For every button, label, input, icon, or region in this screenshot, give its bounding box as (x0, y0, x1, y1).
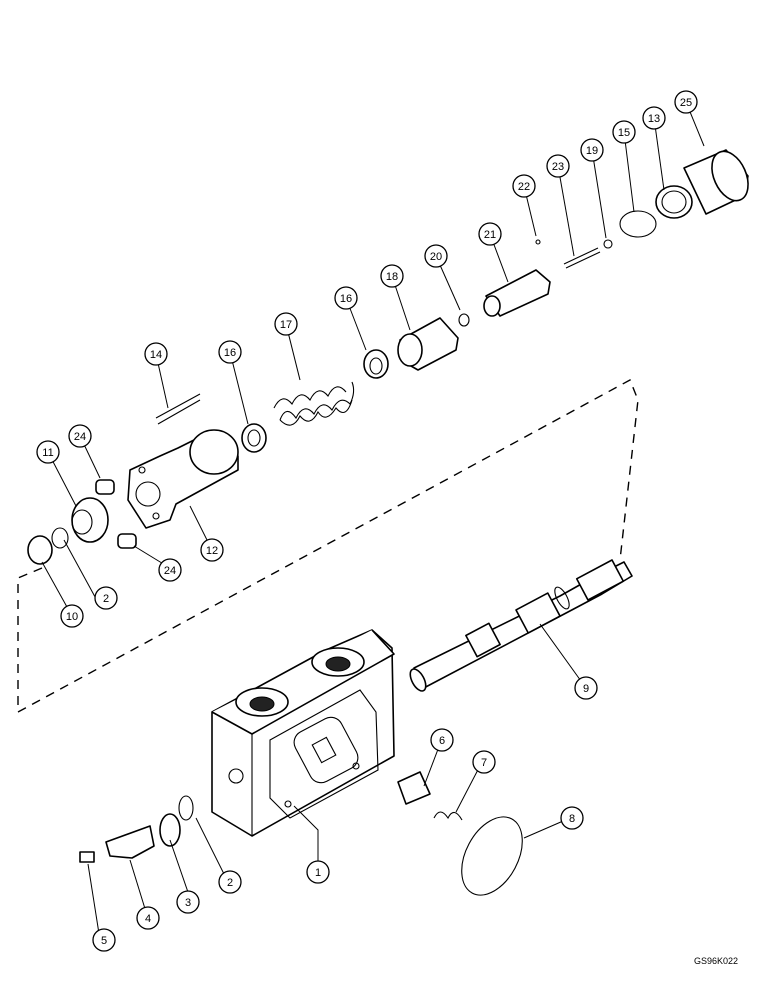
callout-3: 3 (176, 890, 200, 914)
callout-2: 2 (94, 586, 118, 610)
callout-label: 20 (430, 251, 442, 263)
callout-label: 14 (150, 349, 162, 361)
callout-9: 9 (574, 676, 598, 700)
callout-label: 21 (484, 229, 496, 241)
callout-label: 18 (386, 271, 398, 283)
callout-10: 10 (60, 604, 84, 628)
callout-label: 10 (66, 611, 78, 623)
callout-24: 24 (68, 424, 92, 448)
callout-label: 13 (648, 113, 660, 125)
part-spool (409, 559, 633, 692)
callout-12: 12 (200, 538, 224, 562)
callout-label: 23 (552, 161, 564, 173)
callout-7: 7 (472, 750, 496, 774)
callout-5: 5 (92, 928, 116, 952)
callout-label: 3 (185, 897, 191, 909)
callout-label: 1 (315, 867, 321, 879)
assembly-dashed-line (17, 379, 639, 714)
callout-18: 18 (380, 264, 404, 288)
callout-4: 4 (136, 906, 160, 930)
callout-6: 6 (430, 728, 454, 752)
callout-label: 2 (103, 593, 109, 605)
callout-11: 11 (36, 440, 60, 464)
callout-22: 22 (512, 174, 536, 198)
callout-label: 24 (164, 565, 176, 577)
callout-label: 8 (569, 813, 575, 825)
callout-label: 17 (280, 319, 292, 331)
callout-label: 6 (439, 735, 445, 747)
callout-13: 13 (642, 106, 666, 130)
callout-20: 20 (424, 244, 448, 268)
callout-1: 1 (306, 860, 330, 884)
callout-16: 16 (218, 340, 242, 364)
callout-24b: 24 (158, 558, 182, 582)
callout-label: 9 (583, 683, 589, 695)
callout-label: 4 (145, 913, 151, 925)
callout-2b: 2 (218, 870, 242, 894)
part-spring-large (273, 381, 355, 426)
figure-code: GS96K022 (694, 956, 739, 966)
callout-label: 24 (74, 431, 86, 443)
callout-label: 22 (518, 181, 530, 193)
part-valve-body (211, 629, 395, 837)
callout-label: 5 (101, 935, 107, 947)
callout-21: 21 (478, 222, 502, 246)
callout-label: 25 (680, 97, 692, 109)
callout-label: 19 (586, 145, 598, 157)
callout-8: 8 (560, 806, 584, 830)
callout-label: 15 (618, 127, 630, 139)
callout-label: 7 (481, 757, 487, 769)
callout-17: 17 (274, 312, 298, 336)
callout-15: 15 (612, 120, 636, 144)
callout-label: 16 (224, 347, 236, 359)
callout-label: 16 (340, 293, 352, 305)
callout-label: 2 (227, 877, 233, 889)
callout-label: 12 (206, 545, 218, 557)
callout-14: 14 (144, 342, 168, 366)
part-spring-cap (127, 429, 239, 529)
callout-label: 11 (42, 447, 53, 459)
callout-23: 23 (546, 154, 570, 178)
part-small-components (27, 149, 749, 896)
callout-19: 19 (580, 138, 604, 162)
callout-25: 25 (674, 90, 698, 114)
callout-16b: 16 (334, 286, 358, 310)
